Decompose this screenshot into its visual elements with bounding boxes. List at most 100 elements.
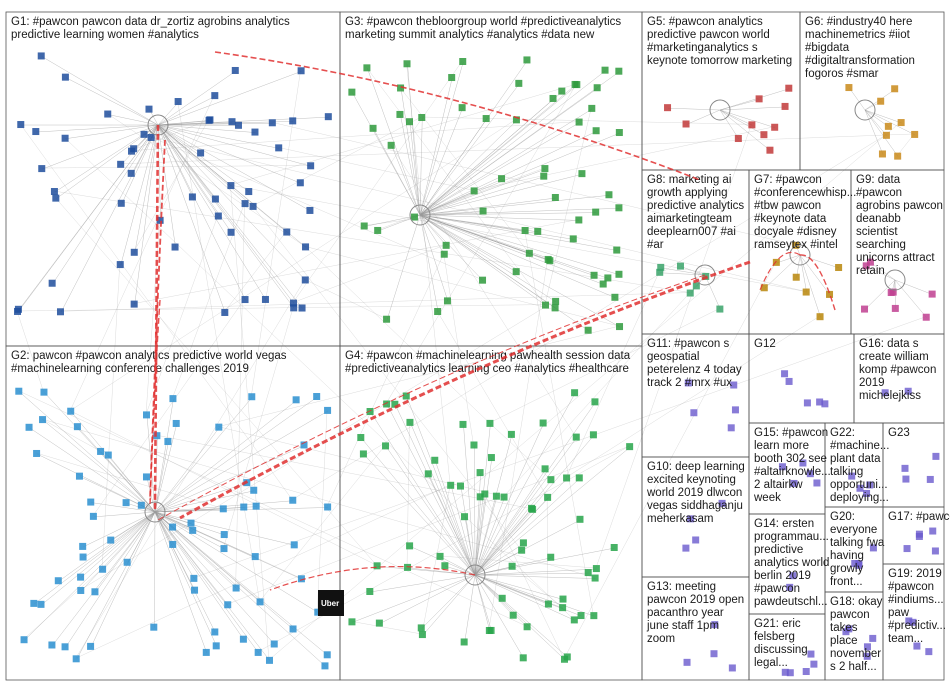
node-g4[interactable]	[591, 574, 599, 582]
node-g1[interactable]	[297, 67, 305, 75]
node-g14[interactable]	[789, 572, 797, 580]
node-g10[interactable]	[692, 536, 700, 544]
node-g1[interactable]	[227, 182, 235, 190]
node-g1[interactable]	[241, 296, 249, 304]
node-g1[interactable]	[32, 128, 40, 136]
node-g15[interactable]	[806, 470, 814, 478]
node-g2[interactable]	[220, 545, 228, 553]
node-g4[interactable]	[382, 442, 390, 450]
node-g8[interactable]	[656, 268, 664, 276]
node-g6[interactable]	[891, 85, 899, 93]
node-g2[interactable]	[324, 503, 332, 511]
node-g9[interactable]	[928, 290, 936, 298]
node-g3[interactable]	[593, 84, 601, 92]
node-g1[interactable]	[52, 194, 60, 202]
node-g3[interactable]	[498, 175, 506, 183]
node-g4[interactable]	[572, 433, 580, 441]
node-g3[interactable]	[616, 323, 624, 331]
node-g2[interactable]	[289, 496, 297, 504]
node-g4[interactable]	[539, 419, 547, 427]
node-g15[interactable]	[778, 463, 786, 471]
node-g1[interactable]	[188, 193, 196, 201]
node-g1[interactable]	[275, 144, 283, 152]
node-g1[interactable]	[171, 243, 179, 251]
node-g2[interactable]	[48, 641, 56, 649]
node-g4[interactable]	[563, 474, 571, 482]
node-g2[interactable]	[97, 447, 105, 455]
node-g4[interactable]	[476, 469, 484, 477]
node-g3[interactable]	[552, 297, 560, 305]
node-g3[interactable]	[575, 118, 583, 126]
node-g4[interactable]	[584, 569, 592, 577]
node-g4[interactable]	[441, 562, 449, 570]
node-g3[interactable]	[592, 208, 600, 216]
node-g7[interactable]	[772, 258, 780, 266]
node-g2[interactable]	[219, 505, 227, 513]
node-g1[interactable]	[249, 202, 257, 210]
node-g5[interactable]	[785, 84, 793, 92]
node-g4[interactable]	[523, 623, 531, 631]
node-g9[interactable]	[862, 262, 870, 270]
node-g4[interactable]	[519, 654, 527, 662]
node-g3[interactable]	[440, 250, 448, 258]
node-g1[interactable]	[61, 73, 69, 81]
node-g2[interactable]	[61, 643, 69, 651]
node-g1[interactable]	[306, 206, 314, 214]
node-g3[interactable]	[590, 271, 598, 279]
node-g2[interactable]	[169, 523, 177, 531]
node-g3[interactable]	[448, 74, 456, 82]
node-g3[interactable]	[521, 226, 529, 234]
node-g1[interactable]	[147, 133, 155, 141]
node-g2[interactable]	[232, 584, 240, 592]
node-g2[interactable]	[191, 586, 199, 594]
node-g2[interactable]	[143, 411, 151, 419]
node-g4[interactable]	[559, 595, 567, 603]
node-g13[interactable]	[728, 664, 736, 672]
node-g1[interactable]	[156, 216, 164, 224]
node-g2[interactable]	[289, 625, 297, 633]
node-g7[interactable]	[826, 290, 834, 298]
node-g4[interactable]	[461, 513, 469, 521]
node-g3[interactable]	[459, 57, 467, 65]
node-g13[interactable]	[683, 658, 691, 666]
node-g3[interactable]	[348, 88, 356, 96]
node-g1[interactable]	[104, 110, 112, 118]
node-g4[interactable]	[518, 546, 526, 554]
node-g3[interactable]	[615, 270, 623, 278]
node-g2[interactable]	[240, 503, 248, 511]
node-g2[interactable]	[54, 577, 62, 585]
node-g5[interactable]	[682, 120, 690, 128]
node-g22[interactable]	[848, 472, 856, 480]
node-g4[interactable]	[404, 563, 412, 571]
node-g1[interactable]	[302, 243, 310, 251]
node-g1[interactable]	[289, 299, 297, 307]
node-g2[interactable]	[73, 423, 81, 431]
node-g4[interactable]	[589, 431, 597, 439]
node-g18[interactable]	[863, 652, 871, 660]
node-g2[interactable]	[77, 573, 85, 581]
node-g16[interactable]	[904, 387, 912, 395]
node-g21[interactable]	[810, 660, 818, 668]
node-g19[interactable]	[905, 617, 913, 625]
node-g2[interactable]	[39, 416, 47, 424]
node-g7[interactable]	[792, 241, 800, 249]
node-g2[interactable]	[79, 553, 87, 561]
node-g6[interactable]	[882, 131, 890, 139]
node-g2[interactable]	[107, 536, 115, 544]
node-g9[interactable]	[861, 305, 869, 313]
node-g2[interactable]	[40, 388, 48, 396]
node-g1[interactable]	[290, 304, 298, 312]
node-g3[interactable]	[601, 66, 609, 74]
node-g4[interactable]	[391, 400, 399, 408]
node-g2[interactable]	[202, 648, 210, 656]
node-g4[interactable]	[373, 562, 381, 570]
node-g4[interactable]	[507, 430, 515, 438]
node-g18[interactable]	[869, 634, 877, 642]
node-g2[interactable]	[142, 473, 150, 481]
node-g4[interactable]	[459, 420, 467, 428]
node-g2[interactable]	[187, 519, 195, 527]
node-g3[interactable]	[512, 116, 520, 124]
node-g3[interactable]	[470, 187, 478, 195]
node-g3[interactable]	[613, 246, 621, 254]
node-g1[interactable]	[197, 149, 205, 157]
